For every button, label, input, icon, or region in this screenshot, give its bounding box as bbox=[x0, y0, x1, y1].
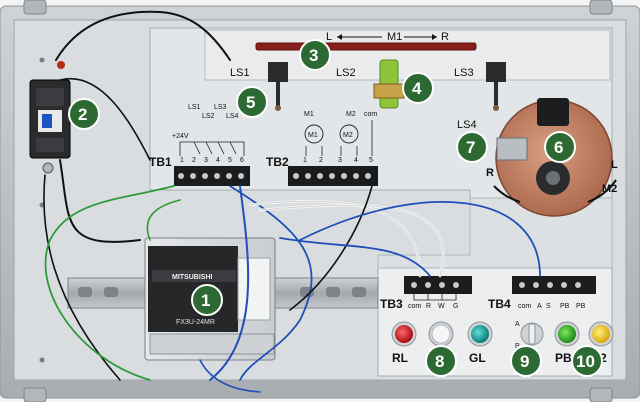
tb1-top-ls1: LS1 bbox=[188, 104, 201, 111]
callout-8: 8 bbox=[425, 345, 457, 377]
tb4-com: com bbox=[518, 303, 531, 310]
callout-3-number: 3 bbox=[309, 46, 318, 65]
callout-7: 7 bbox=[456, 131, 488, 163]
yellow-push-button bbox=[588, 321, 614, 347]
tb2-num-2: 2 bbox=[319, 157, 323, 164]
tb3-r: R bbox=[426, 303, 431, 310]
callout-4: 4 bbox=[402, 72, 434, 104]
actuator-l-label: L bbox=[326, 31, 332, 43]
red-lamp bbox=[391, 321, 417, 347]
terminal-block-tb1 bbox=[174, 166, 250, 186]
terminal-block-tb4: com A S PB PB bbox=[512, 276, 596, 310]
plc-brand: MITSUBISHI bbox=[172, 274, 213, 281]
callout-2-number: 2 bbox=[78, 105, 87, 124]
tb2-top-m1: M1 bbox=[304, 111, 314, 118]
callout-5: 5 bbox=[236, 86, 268, 118]
callout-1: 1 bbox=[191, 284, 223, 316]
tb2-num-3: 3 bbox=[338, 157, 342, 164]
tb3-w: W bbox=[438, 303, 445, 310]
tb4-pb2: PB bbox=[576, 303, 586, 310]
selector-a-label: A bbox=[515, 321, 520, 328]
circuit-breaker bbox=[29, 61, 71, 174]
ls3-label: LS3 bbox=[454, 67, 474, 79]
green-push-button bbox=[554, 321, 580, 347]
callout-9: 9 bbox=[510, 345, 542, 377]
terminal-block-tb2 bbox=[288, 166, 378, 186]
ls1-label: LS1 bbox=[230, 67, 250, 79]
wiring bbox=[43, 10, 541, 393]
plc-model: FX3U-24MR bbox=[176, 319, 215, 326]
callout-1-number: 1 bbox=[201, 291, 210, 310]
limit-switch-ls3 bbox=[486, 62, 506, 111]
tb2-label: TB2 bbox=[266, 155, 289, 169]
tb1-label: TB1 bbox=[149, 155, 172, 169]
actuator-r-label: R bbox=[441, 31, 449, 43]
callout-4-number: 4 bbox=[412, 79, 422, 98]
gl-label: GL bbox=[469, 351, 486, 365]
tb2-motor1-symbol: M1 bbox=[308, 132, 318, 139]
tb2-num-1: 1 bbox=[303, 157, 307, 164]
rotary-m2-label: M2 bbox=[602, 183, 617, 195]
tb2-num-4: 4 bbox=[354, 157, 358, 164]
callout-3: 3 bbox=[299, 39, 331, 71]
tb4-label: TB4 bbox=[488, 297, 511, 311]
white-lamp bbox=[428, 321, 454, 347]
callout-10-number: 10 bbox=[576, 352, 595, 371]
tb2-com-label: com bbox=[364, 111, 377, 118]
tb3-label: TB3 bbox=[380, 297, 403, 311]
tb4-a: A bbox=[537, 303, 542, 310]
tb2-num-5: 5 bbox=[369, 157, 373, 164]
tb2-motor2-symbol: M2 bbox=[343, 132, 353, 139]
tb1-num-4: 4 bbox=[216, 157, 220, 164]
tb2-top-m2: M2 bbox=[346, 111, 356, 118]
limit-switch-ls1 bbox=[268, 62, 288, 111]
tb1-top-ls3: LS3 bbox=[214, 104, 227, 111]
callout-6: 6 bbox=[544, 131, 576, 163]
callout-2: 2 bbox=[68, 98, 100, 130]
tb1-num-6: 6 bbox=[240, 157, 244, 164]
callout-6-number: 6 bbox=[554, 138, 563, 157]
tb2-schematic: M1 M2 com M1 M2 1 2 3 4 5 bbox=[303, 111, 377, 164]
selector-p-label: P bbox=[515, 343, 520, 350]
tb1-power-label: +24V bbox=[172, 133, 189, 140]
ls2-label: LS2 bbox=[336, 67, 356, 79]
tb1-top-ls4: LS4 bbox=[226, 113, 239, 120]
green-lamp bbox=[467, 321, 493, 347]
tb4-s: S bbox=[546, 303, 551, 310]
callout-8-number: 8 bbox=[435, 352, 444, 371]
tb3-com: com bbox=[408, 303, 421, 310]
tb1-num-3: 3 bbox=[204, 157, 208, 164]
tb3-g: G bbox=[453, 303, 458, 310]
tb1-schematic: LS1 LS3 LS2 LS4 +24V 1 2 3 4 5 6 bbox=[172, 104, 245, 164]
tb1-num-5: 5 bbox=[228, 157, 232, 164]
terminal-block-tb3: com R W G bbox=[404, 276, 472, 310]
ls4-label: LS4 bbox=[457, 119, 477, 131]
callout-10: 10 bbox=[571, 345, 603, 377]
tb1-top-ls2: LS2 bbox=[202, 113, 215, 120]
tb1-num-1: 1 bbox=[180, 157, 184, 164]
callout-9-number: 9 bbox=[520, 352, 529, 371]
callout-5-number: 5 bbox=[246, 93, 255, 112]
selector-switch: A P bbox=[515, 321, 544, 350]
rotary-l-label: L bbox=[611, 159, 618, 171]
callout-7-number: 7 bbox=[466, 138, 475, 157]
actuator-m1-label: M1 bbox=[387, 31, 402, 43]
rotary-r-label: R bbox=[486, 167, 494, 179]
actuator-carriage bbox=[373, 59, 405, 109]
tb1-num-2: 2 bbox=[192, 157, 196, 164]
pb1-label: PB bbox=[555, 351, 572, 365]
rl-label: RL bbox=[392, 351, 408, 365]
tb4-pb1: PB bbox=[560, 303, 570, 310]
pb2-label: 2 bbox=[600, 351, 607, 365]
